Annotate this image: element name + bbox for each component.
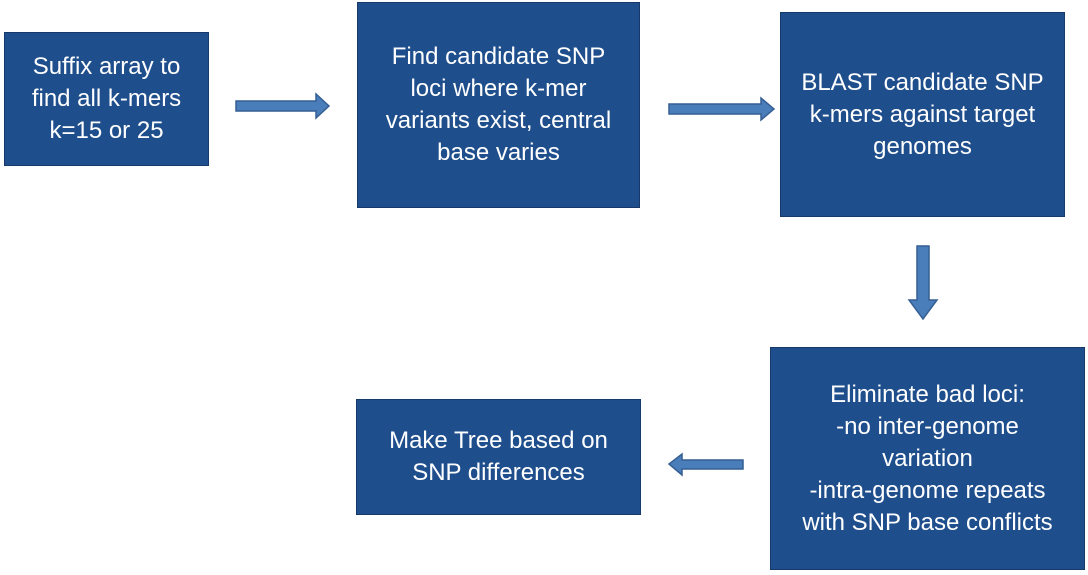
arrow-down-1: [907, 245, 939, 321]
step-blast-box: BLAST candidate SNP k-mers against targe…: [780, 12, 1065, 217]
step-find-candidates-box: Find candidate SNP loci where k-mer vari…: [357, 2, 640, 208]
step-suffix-array-box: Suffix array to find all k-mers k=15 or …: [4, 32, 209, 166]
step-eliminate-text: Eliminate bad loci: -no inter-genome var…: [802, 380, 1053, 536]
step-make-tree-text: Make Tree based on SNP differences: [389, 427, 608, 486]
step-blast-text: BLAST candidate SNP k-mers against targe…: [801, 68, 1044, 160]
arrow-left-1: [667, 452, 744, 477]
step-make-tree-box: Make Tree based on SNP differences: [356, 399, 641, 515]
step-find-candidates-text: Find candidate SNP loci where k-mer vari…: [385, 43, 612, 166]
arrow-right-1: [235, 92, 331, 120]
arrow-right-2: [668, 96, 776, 122]
step-eliminate-box: Eliminate bad loci: -no inter-genome var…: [770, 347, 1085, 570]
step-suffix-array-text: Suffix array to find all k-mers k=15 or …: [31, 53, 182, 144]
